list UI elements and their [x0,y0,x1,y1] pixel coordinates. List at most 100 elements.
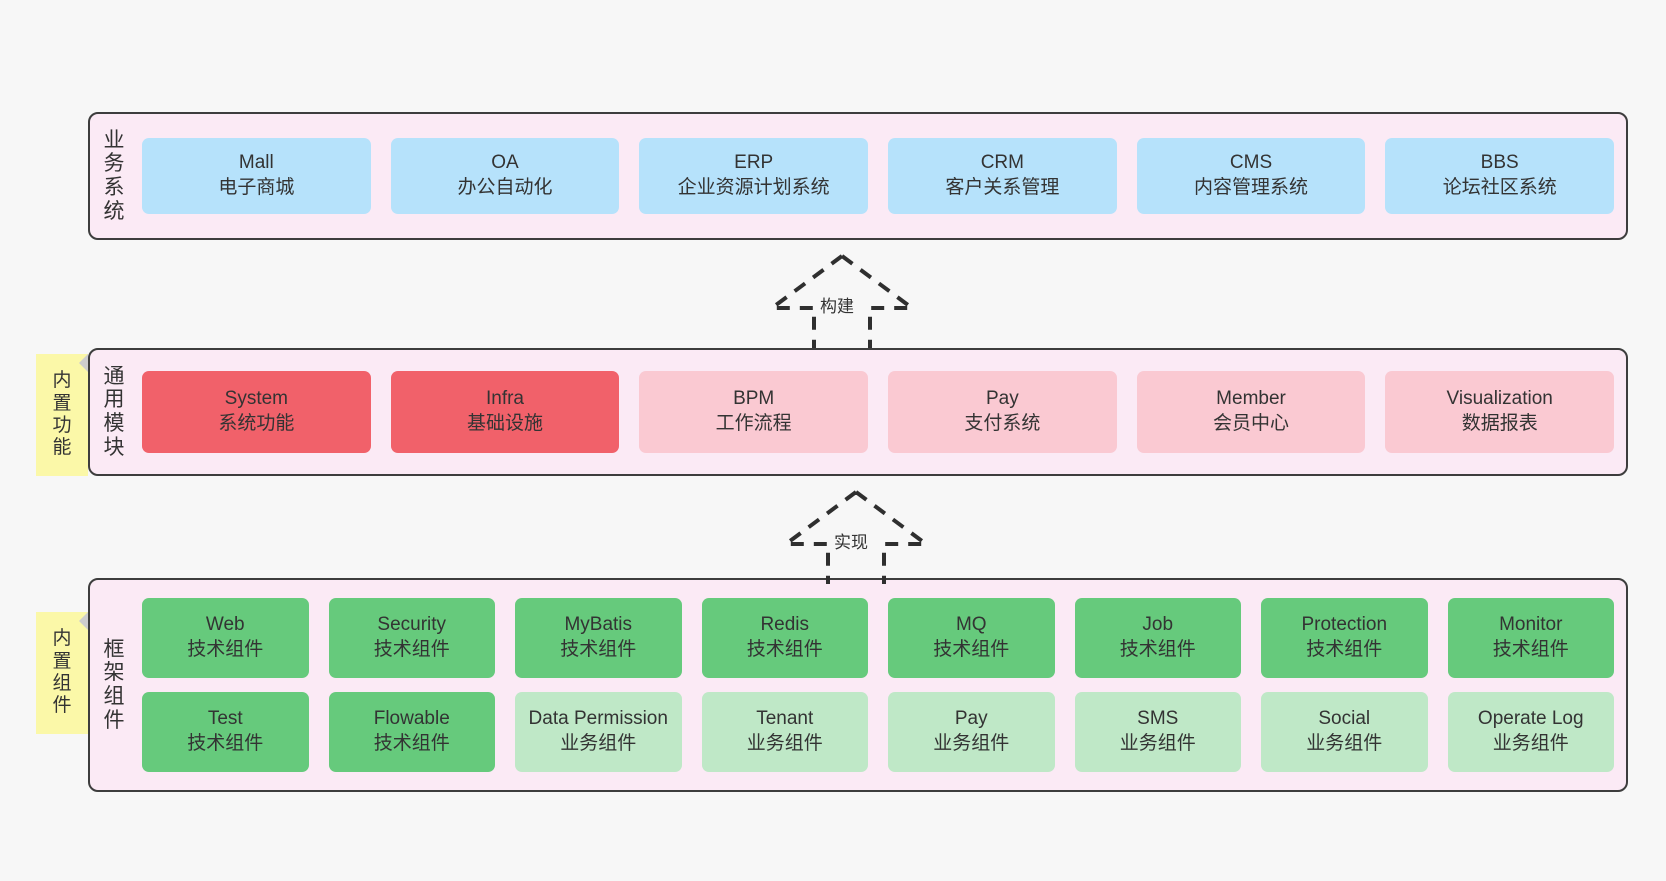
card-crm[interactable]: CRM 客户关系管理 [888,138,1117,214]
card-name: CRM [980,152,1024,174]
card-desc: 系统功能 [218,413,295,434]
card-desc: 电子商城 [218,177,295,198]
layer-title-char: 用 [103,388,125,412]
card-row: System 系统功能 Infra 基础设施 BPM 工作流程 Pay 支付系统… [142,371,1615,453]
card-desc: 客户关系管理 [945,177,1060,198]
layer-title-char: 框 [103,637,125,661]
sticky-note-builtin-features: 内 置 功 能 [36,354,88,476]
card-mq[interactable]: MQ 技术组件 [888,598,1055,678]
card-sms[interactable]: SMS 业务组件 [1074,692,1241,772]
card-monitor[interactable]: Monitor 技术组件 [1447,598,1614,678]
card-name: System [224,388,289,410]
card-desc: 业务组件 [560,733,637,754]
card-name: Social [1318,708,1371,730]
card-desc: 业务组件 [1119,733,1196,754]
sticky-note-builtin-components: 内 置 组 件 [36,612,88,734]
layer-framework-components: 框 架 组 件 Web 技术组件 Security 技术组件 MyBatis 技… [88,578,1628,792]
generalization-arrow-icon [779,490,933,584]
card-desc: 技术组件 [1119,639,1196,660]
card-bbs[interactable]: BBS 论坛社区系统 [1385,138,1615,214]
card-data-permission[interactable]: Data Permission 业务组件 [515,692,682,772]
card-row: Mall 电子商城 OA 办公自动化 ERP 企业资源计划系统 CRM 客户关系… [142,138,1615,214]
card-name: Monitor [1499,614,1563,636]
note-char: 置 [52,650,72,672]
card-desc: 办公自动化 [457,177,553,198]
connector-build: 构建 [752,252,932,348]
layer-framework-body: Web 技术组件 Security 技术组件 MyBatis 技术组件 Redi… [138,580,1626,790]
card-flowable[interactable]: Flowable 技术组件 [328,692,495,772]
card-tenant[interactable]: Tenant 业务组件 [701,692,868,772]
card-mybatis[interactable]: MyBatis 技术组件 [515,598,682,678]
card-desc: 会员中心 [1213,413,1290,434]
card-desc: 技术组件 [373,733,450,754]
card-erp[interactable]: ERP 企业资源计划系统 [639,138,869,214]
card-desc: 技术组件 [933,639,1010,660]
card-desc: 技术组件 [1306,639,1383,660]
card-desc: 工作流程 [715,413,792,434]
card-name: Visualization [1446,388,1553,410]
layer-title-char: 组 [103,685,125,708]
note-char: 能 [52,437,72,459]
card-name: Security [377,614,447,636]
card-name: Web [205,614,245,636]
card-pay-component[interactable]: Pay 业务组件 [888,692,1055,772]
card-test[interactable]: Test 技术组件 [142,692,309,772]
card-system[interactable]: System 系统功能 [142,371,371,453]
note-char: 组 [52,673,72,694]
layer-business-title: 业 务 系 统 [90,114,138,238]
card-redis[interactable]: Redis 技术组件 [701,598,868,678]
card-member[interactable]: Member 会员中心 [1136,371,1366,453]
card-desc: 业务组件 [1306,733,1383,754]
card-name: Data Permission [528,708,668,730]
page-fold-icon [70,354,88,372]
card-desc: 技术组件 [187,639,264,660]
card-social[interactable]: Social 业务组件 [1261,692,1428,772]
connector-label: 实现 [834,533,868,552]
card-web[interactable]: Web 技术组件 [142,598,309,678]
card-visualization[interactable]: Visualization 数据报表 [1385,371,1615,453]
card-oa[interactable]: OA 办公自动化 [390,138,620,214]
note-char: 件 [52,695,72,717]
card-pay-module[interactable]: Pay 支付系统 [888,371,1117,453]
layer-title-char: 统 [103,199,125,223]
connector-label: 构建 [820,297,854,316]
card-desc: 技术组件 [746,639,823,660]
generalization-arrow-icon [765,254,919,348]
layer-title-char: 系 [103,176,125,199]
card-row: Web 技术组件 Security 技术组件 MyBatis 技术组件 Redi… [142,598,1614,678]
card-desc: 业务组件 [746,733,823,754]
card-name: Operate Log [1477,708,1584,730]
card-name: Tenant [756,708,814,730]
card-protection[interactable]: Protection 技术组件 [1261,598,1428,678]
card-infra[interactable]: Infra 基础设施 [390,371,620,453]
layer-business-body: Mall 电子商城 OA 办公自动化 ERP 企业资源计划系统 CRM 客户关系… [138,114,1626,238]
card-job[interactable]: Job 技术组件 [1074,598,1241,678]
page-fold-icon [70,612,88,630]
card-desc: 技术组件 [1492,639,1569,660]
card-desc: 内容管理系统 [1194,177,1309,198]
note-char: 内 [52,628,72,650]
card-security[interactable]: Security 技术组件 [328,598,495,678]
card-row: Test 技术组件 Flowable 技术组件 Data Permission … [142,692,1614,772]
card-name: Test [207,708,243,730]
layer-title-char: 件 [103,708,125,732]
card-name: MyBatis [564,614,633,636]
card-mall[interactable]: Mall 电子商城 [142,138,371,214]
card-name: Pay [954,708,988,730]
card-desc: 数据报表 [1461,413,1538,434]
card-operate-log[interactable]: Operate Log 业务组件 [1447,692,1614,772]
card-cms[interactable]: CMS 内容管理系统 [1136,138,1366,214]
card-name: Infra [485,388,525,410]
card-name: OA [491,152,519,174]
card-bpm[interactable]: BPM 工作流程 [639,371,869,453]
layer-title-char: 块 [103,435,125,459]
card-desc: 技术组件 [373,639,450,660]
note-char: 置 [52,392,72,414]
card-name: SMS [1137,708,1179,730]
layer-common-title: 通 用 模 块 [90,350,138,474]
layer-business-systems: 业 务 系 统 Mall 电子商城 OA 办公自动化 ERP 企业资源计划系统 [88,112,1628,240]
card-name: Pay [985,388,1019,410]
card-desc: 支付系统 [964,413,1041,434]
card-name: Mall [238,152,274,174]
